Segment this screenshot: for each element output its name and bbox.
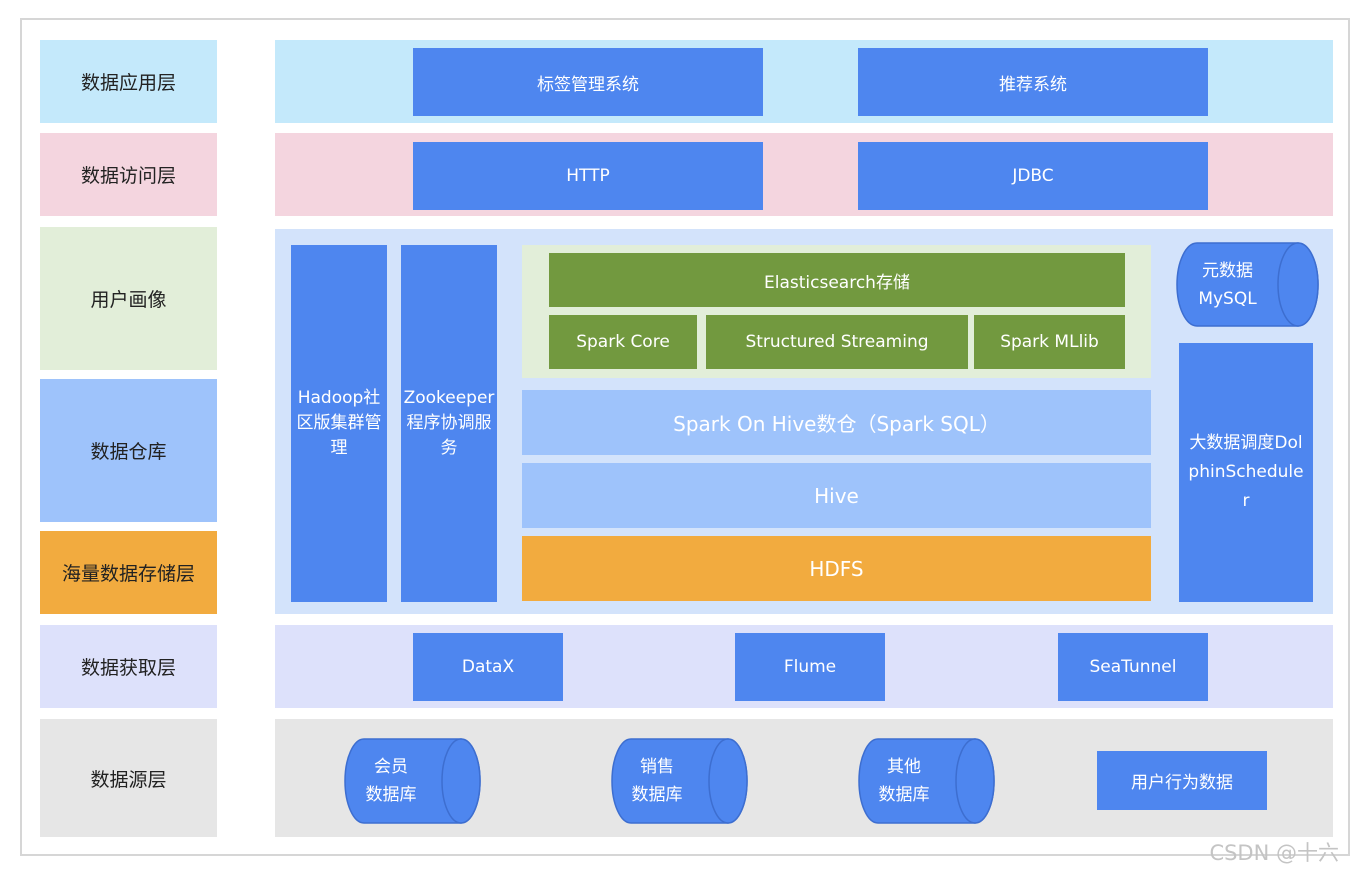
diagram-frame	[20, 18, 1350, 856]
layer-label-application: 数据应用层	[40, 40, 217, 123]
dolphinscheduler-box: 大数据调度DolphinScheduler	[1179, 343, 1313, 602]
datax-box: DataX	[413, 633, 563, 701]
cylinder-shape	[858, 738, 995, 824]
seatunnel-box: SeaTunnel	[1058, 633, 1208, 701]
structured-streaming-box: Structured Streaming	[706, 315, 968, 369]
recommendation-system-box: 推荐系统	[858, 48, 1208, 116]
metadata-mysql-cylinder: 元数据 MySQL	[1175, 241, 1320, 328]
member-database-cylinder: 会员 数据库	[343, 737, 483, 825]
cylinder-label-line2: 数据库	[878, 785, 930, 805]
watermark: CSDN @十六	[1209, 841, 1339, 865]
hive-box: Hive	[522, 463, 1151, 528]
cylinder-label-line2: 数据库	[365, 785, 417, 805]
layer-label-storage: 海量数据存储层	[40, 531, 217, 614]
cylinder-shape	[1176, 242, 1319, 327]
flume-box: Flume	[735, 633, 885, 701]
cylinder-label-line1: 会员	[374, 757, 408, 777]
hdfs-box: HDFS	[522, 536, 1151, 601]
tag-management-system-box: 标签管理系统	[413, 48, 763, 116]
elasticsearch-box: Elasticsearch存储	[549, 253, 1125, 307]
zookeeper-box: Zookeeper程序协调服务	[401, 245, 497, 602]
cylinder-label-line2: 数据库	[631, 785, 683, 805]
jdbc-box: JDBC	[858, 142, 1208, 210]
spark-core-box: Spark Core	[549, 315, 697, 369]
spark-mllib-box: Spark MLlib	[974, 315, 1125, 369]
hadoop-cluster-box: Hadoop社区版集群管理	[291, 245, 387, 602]
cylinder-shape	[344, 738, 481, 824]
user-behavior-data-box: 用户行为数据	[1097, 751, 1267, 810]
cylinder-label-line1: 元数据	[1202, 260, 1253, 281]
layer-label-acquisition: 数据获取层	[40, 625, 217, 708]
sales-database-cylinder: 销售 数据库	[610, 737, 750, 825]
cylinder-shape	[611, 738, 748, 824]
cylinder-label-line1: 销售	[640, 757, 674, 777]
layer-label-access: 数据访问层	[40, 133, 217, 216]
other-database-cylinder: 其他 数据库	[857, 737, 997, 825]
layer-label-warehouse: 数据仓库	[40, 379, 217, 522]
cylinder-label-line1: 其他	[887, 757, 921, 777]
layer-label-profile: 用户画像	[40, 227, 217, 370]
layer-label-source: 数据源层	[40, 719, 217, 837]
cylinder-label-line2: MySQL	[1198, 288, 1257, 309]
spark-on-hive-box: Spark On Hive数仓（Spark SQL）	[522, 390, 1151, 455]
http-box: HTTP	[413, 142, 763, 210]
